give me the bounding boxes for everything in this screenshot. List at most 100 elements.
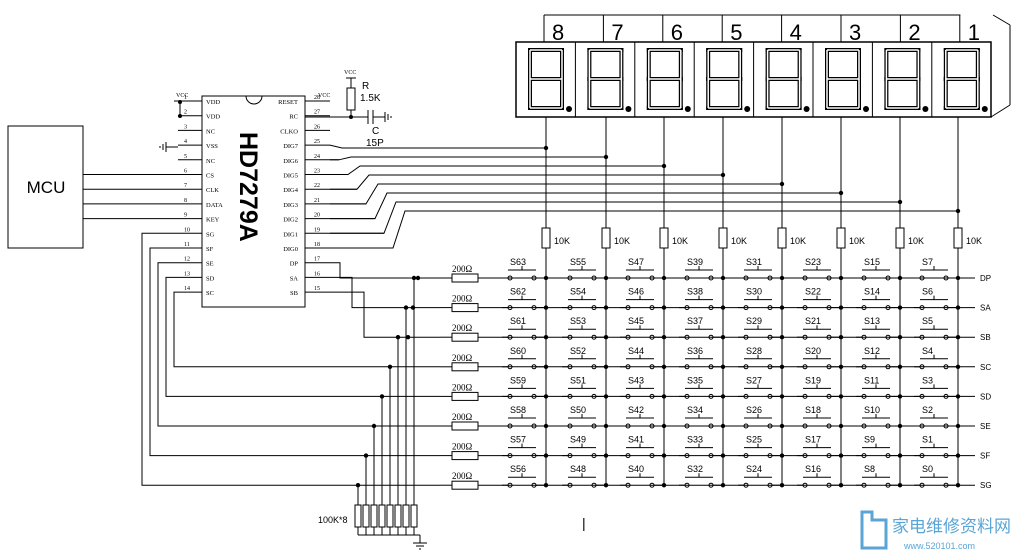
switch-s58: S58 [502, 405, 549, 429]
switch-s55: S55 [562, 257, 609, 281]
switch-s2: S2 [914, 405, 961, 429]
chip-pin-number: 4 [184, 139, 187, 145]
chip-pin-name: NC [206, 128, 215, 135]
switch-s45: S45 [620, 316, 667, 340]
switch-s18: S18 [797, 405, 844, 429]
decimal-point [803, 106, 810, 112]
switch-s57: S57 [502, 435, 549, 459]
segment-link [173, 291, 440, 368]
switch-s38: S38 [679, 287, 726, 311]
switch-s10: S10 [856, 405, 903, 429]
row-resistor [451, 303, 479, 313]
column-resistor [541, 227, 551, 249]
c-name: C [372, 126, 379, 137]
chip-pin-number: 7 [184, 183, 187, 189]
switch-label: S3 [922, 375, 933, 385]
pulldown-label: 100K*8 [318, 515, 348, 525]
row-resistor [451, 362, 479, 372]
chip-pin-number: 23 [314, 169, 320, 175]
digit-number: 6 [671, 20, 683, 45]
display-digit-5 [693, 42, 751, 117]
chip-name: HD7279A [234, 132, 262, 242]
chip-pin-number: 17 [314, 257, 320, 263]
switch-s4: S4 [914, 346, 961, 370]
junction-dot [371, 423, 377, 429]
switch-s56: S56 [502, 464, 549, 488]
chip-pin-name: DIG4 [283, 187, 299, 194]
switch-s44: S44 [620, 346, 667, 370]
switch-s60: S60 [502, 346, 549, 370]
staircase-line [992, 14, 1011, 26]
chip-pin-number: 5 [184, 154, 187, 160]
row-resistor-label: 200Ω [452, 294, 473, 304]
chip-pin-number: 18 [314, 242, 320, 248]
seven-seg-displays [515, 41, 992, 118]
switch-label: S11 [864, 375, 879, 385]
junction-dot [379, 394, 385, 399]
junction-dot [415, 275, 421, 281]
switch-label: S9 [864, 435, 875, 445]
switch-label: S52 [570, 346, 586, 356]
switch-label: S61 [510, 316, 526, 326]
switch-label: S35 [687, 375, 703, 385]
switch-s62: S62 [502, 287, 549, 311]
switch-s54: S54 [562, 287, 609, 311]
segment-link [165, 276, 440, 397]
switch-label: S29 [746, 316, 762, 326]
chip-pin-name: SD [206, 275, 215, 282]
row-resistor-label: 200Ω [452, 412, 473, 422]
chip-pin-number: 14 [184, 286, 190, 292]
switch-s24: S24 [738, 464, 785, 488]
pulldown-resistor [410, 504, 418, 528]
switch-label: S40 [628, 464, 644, 474]
switch-label: S38 [687, 287, 703, 297]
switch-s37: S37 [679, 316, 726, 340]
digit-line [330, 192, 841, 220]
switch-s48: S48 [562, 464, 609, 488]
display-digit-4 [753, 42, 810, 117]
junction-dot [411, 275, 417, 281]
decimal-point [566, 106, 572, 112]
column-resistor [718, 227, 728, 249]
switch-s6: S6 [914, 287, 961, 311]
switch-label: S0 [922, 464, 933, 474]
chip-pin-number: 26 [314, 124, 320, 130]
row-resistor-label: 200Ω [452, 353, 473, 363]
switch-s52: S52 [562, 346, 609, 370]
switch-s47: S47 [620, 257, 667, 281]
vcc-label-r: VCC [344, 70, 356, 76]
r-value: 1.5K [360, 93, 381, 104]
chip-pin-number: 10 [184, 227, 190, 233]
switch-label: S10 [864, 405, 880, 415]
mcu-bus [83, 174, 178, 220]
switch-s17: S17 [797, 435, 844, 459]
switch-label: S28 [746, 346, 762, 356]
segment-link [141, 232, 440, 486]
chip-pin-number: 25 [314, 139, 320, 145]
switch-label: S57 [510, 435, 526, 445]
row-resistor [451, 451, 479, 461]
decimal-point [863, 106, 869, 112]
junction-dot [178, 100, 182, 104]
digit-line [330, 210, 958, 249]
switch-s11: S11 [856, 375, 903, 399]
switch-label: S53 [570, 316, 586, 326]
switch-s5: S5 [914, 316, 961, 340]
row-resistor [451, 480, 479, 490]
digit-line [330, 183, 782, 205]
switch-label: S49 [570, 435, 586, 445]
switch-s63: S63 [502, 257, 549, 281]
chip-pin-name: VDD [206, 99, 220, 106]
switch-s0: S0 [914, 464, 961, 488]
display-digit-1 [931, 42, 988, 117]
switch-label: S63 [510, 257, 526, 267]
chip-pin-number: 22 [314, 183, 320, 189]
chip-pin-number: 27 [314, 110, 320, 116]
switch-s36: S36 [679, 346, 726, 370]
r-name: R [362, 81, 369, 92]
switch-label: S58 [510, 405, 526, 415]
switch-s9: S9 [856, 435, 903, 459]
switch-label: S5 [922, 316, 933, 326]
switch-s19: S19 [797, 375, 844, 399]
